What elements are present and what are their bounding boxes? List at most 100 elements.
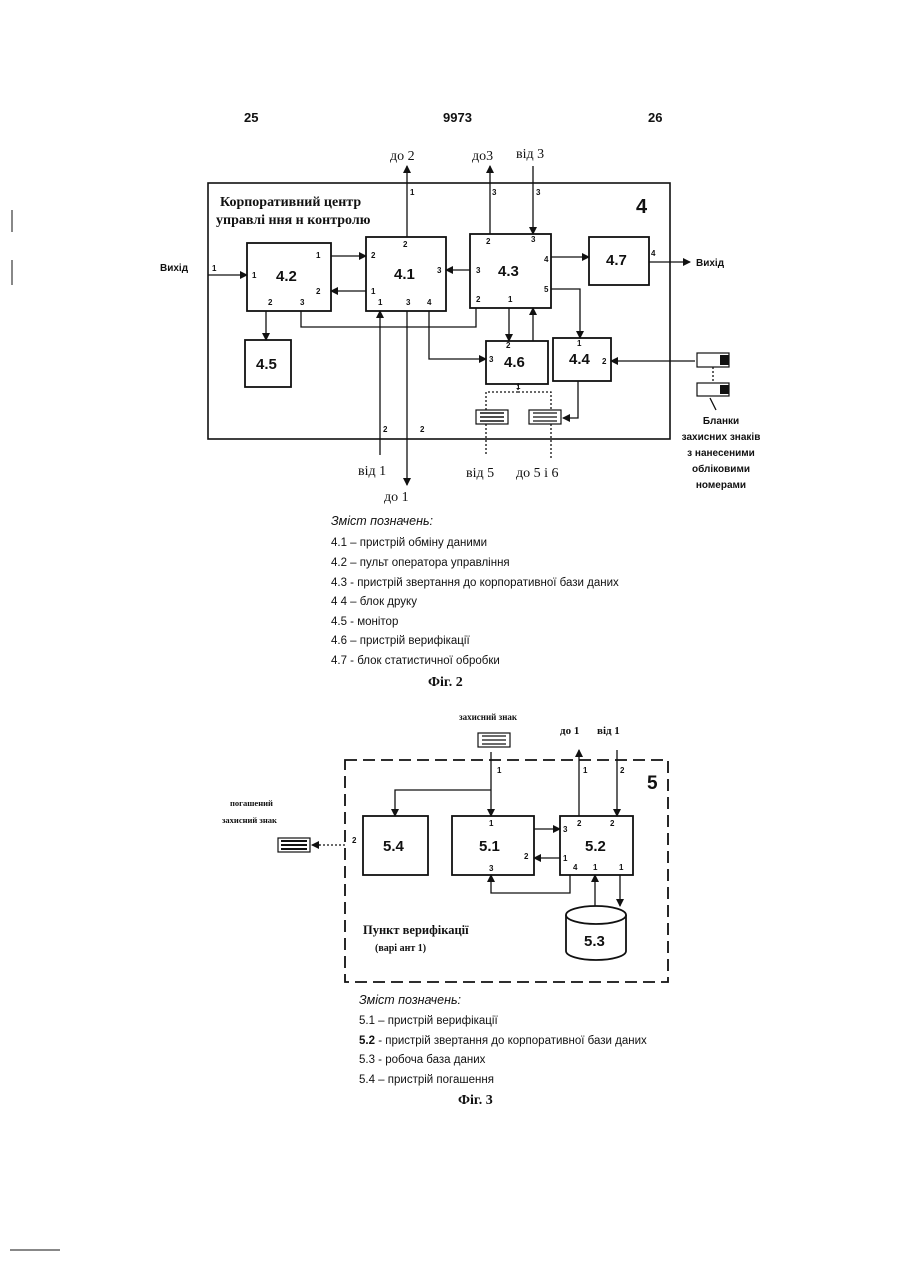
block-5-2-label: 5.2 xyxy=(585,838,606,855)
fig2-legend-item: 4.5 - монітор xyxy=(331,616,398,628)
svg-text:4: 4 xyxy=(544,255,549,264)
svg-text:1: 1 xyxy=(497,766,502,775)
signal-do-2: до 2 xyxy=(390,149,415,164)
svg-text:1: 1 xyxy=(212,264,217,273)
svg-text:4: 4 xyxy=(573,863,578,872)
fig3-legend-item: 5.2 - пристрій звертання до корпоративно… xyxy=(359,1035,647,1047)
svg-text:2: 2 xyxy=(352,836,357,845)
fig3-title-line2: (варі ант 1) xyxy=(375,943,426,954)
svg-text:1: 1 xyxy=(508,295,513,304)
fig2-title-line2: управлі ння н контролю xyxy=(216,213,371,228)
svg-text:3: 3 xyxy=(476,266,481,275)
signal-do-3: до3 xyxy=(472,149,493,164)
svg-text:2: 2 xyxy=(268,298,273,307)
svg-text:2: 2 xyxy=(403,240,408,249)
svg-text:2: 2 xyxy=(610,819,615,828)
protective-sign-blanks-icon xyxy=(697,353,729,410)
svg-text:2: 2 xyxy=(371,251,376,260)
signal-vid-5: від 5 xyxy=(466,466,494,481)
svg-text:2: 2 xyxy=(486,237,491,246)
svg-text:1: 1 xyxy=(516,382,521,391)
protective-sign-label: захисний знак xyxy=(459,712,518,722)
fig2-number: 4 xyxy=(636,196,648,218)
protective-sign-card-icon xyxy=(476,410,508,424)
svg-text:3: 3 xyxy=(406,298,411,307)
svg-text:4: 4 xyxy=(651,249,656,258)
block-4-5-label: 4.5 xyxy=(256,356,277,373)
block-4-7-label: 4.7 xyxy=(606,252,627,269)
fig3-legend-item: 5.4 – пристрій погашення xyxy=(359,1074,494,1086)
signal-vid-1: від 1 xyxy=(597,725,620,737)
fig3-legend-item: 5.3 - робоча база даних xyxy=(359,1054,486,1066)
svg-text:2: 2 xyxy=(524,852,529,861)
block-5-1-label: 5.1 xyxy=(479,838,500,855)
block-4-3-label: 4.3 xyxy=(498,263,519,280)
block-4-1-label: 4.1 xyxy=(394,266,415,283)
svg-text:1: 1 xyxy=(489,819,494,828)
svg-text:1: 1 xyxy=(371,287,376,296)
signal-do-1: до 1 xyxy=(384,490,409,505)
svg-text:3: 3 xyxy=(531,235,536,244)
fig3-title-line1: Пункт верифікації xyxy=(363,923,469,937)
page-number-left: 25 xyxy=(244,110,258,125)
svg-text:3: 3 xyxy=(492,188,497,197)
fig2-legend-item: 4.1 – пристрій обміну даними xyxy=(331,537,487,549)
blanks-label-3: з нанесеними xyxy=(687,448,755,459)
cancelled-sign-label-1: погашений xyxy=(230,798,273,808)
svg-text:1: 1 xyxy=(577,339,582,348)
page-number-right: 26 xyxy=(648,110,662,125)
signal-vid-1: від 1 xyxy=(358,464,386,479)
svg-text:1: 1 xyxy=(252,271,257,280)
svg-text:3: 3 xyxy=(536,188,541,197)
svg-text:4: 4 xyxy=(427,298,432,307)
fig3-legend-item: 5.1 – пристрій верифікації xyxy=(359,1015,498,1027)
blanks-label-2: захисних знаків xyxy=(682,432,761,443)
fig2-legend-item: 4.6 – пристрій верифікації xyxy=(331,635,470,647)
fig2-legend-title: Зміст позначень: xyxy=(331,514,433,528)
signal-do-5-i-6: до 5 і 6 xyxy=(516,466,559,481)
fig3-legend-title: Зміст позначень: xyxy=(359,993,461,1007)
svg-text:3: 3 xyxy=(563,825,568,834)
svg-text:3: 3 xyxy=(437,266,442,275)
svg-text:1: 1 xyxy=(316,251,321,260)
cancelled-sign-label-2: захисний знак xyxy=(222,815,277,825)
svg-text:1: 1 xyxy=(593,863,598,872)
svg-text:2: 2 xyxy=(383,425,388,434)
svg-text:1: 1 xyxy=(563,854,568,863)
block-5-3-label: 5.3 xyxy=(584,933,605,950)
svg-text:2: 2 xyxy=(476,295,481,304)
fig2-legend-item: 4.2 – пульт оператора управління xyxy=(331,557,510,569)
svg-text:2: 2 xyxy=(316,287,321,296)
signal-vid-3: від 3 xyxy=(516,147,544,162)
fig3-caption: Фіг. 3 xyxy=(458,1093,493,1108)
svg-text:2: 2 xyxy=(577,819,582,828)
fig2-title-line1: Корпоративний центр xyxy=(220,195,361,210)
svg-text:2: 2 xyxy=(506,341,511,350)
figure-2: Корпоративний центр управлі ння н контро… xyxy=(160,147,760,690)
svg-text:5: 5 xyxy=(544,285,549,294)
fig3-number: 5 xyxy=(647,773,658,794)
svg-text:2: 2 xyxy=(620,766,625,775)
fig2-legend-item: 4.3 - пристрій звертання до корпоративно… xyxy=(331,577,619,589)
protective-sign-card-icon xyxy=(478,733,510,747)
fig2-legend-item: 4 4 – блок друку xyxy=(331,596,417,608)
svg-text:1: 1 xyxy=(619,863,624,872)
signal-do-1: до 1 xyxy=(560,725,579,737)
blanks-label-4: обліковими xyxy=(692,463,750,475)
fig2-caption: Фіг. 2 xyxy=(428,675,463,690)
svg-text:2: 2 xyxy=(420,425,425,434)
protective-sign-card-icon xyxy=(529,410,561,424)
document-number: 9973 xyxy=(443,110,472,125)
signal-vyhid-in: Вихід xyxy=(160,263,189,274)
svg-text:1: 1 xyxy=(378,298,383,307)
blanks-label-1: Бланки xyxy=(703,416,739,427)
svg-text:3: 3 xyxy=(489,864,494,873)
block-5-4-label: 5.4 xyxy=(383,838,405,855)
signal-vyhid-out: Вихід xyxy=(696,258,725,269)
figure-3: захисний знак до 1 від 1 5 5.4 5.1 5.2 5… xyxy=(222,712,668,1108)
cancelled-sign-card-icon xyxy=(278,838,310,852)
blanks-label-5: номерами xyxy=(696,480,746,491)
svg-text:3: 3 xyxy=(300,298,305,307)
